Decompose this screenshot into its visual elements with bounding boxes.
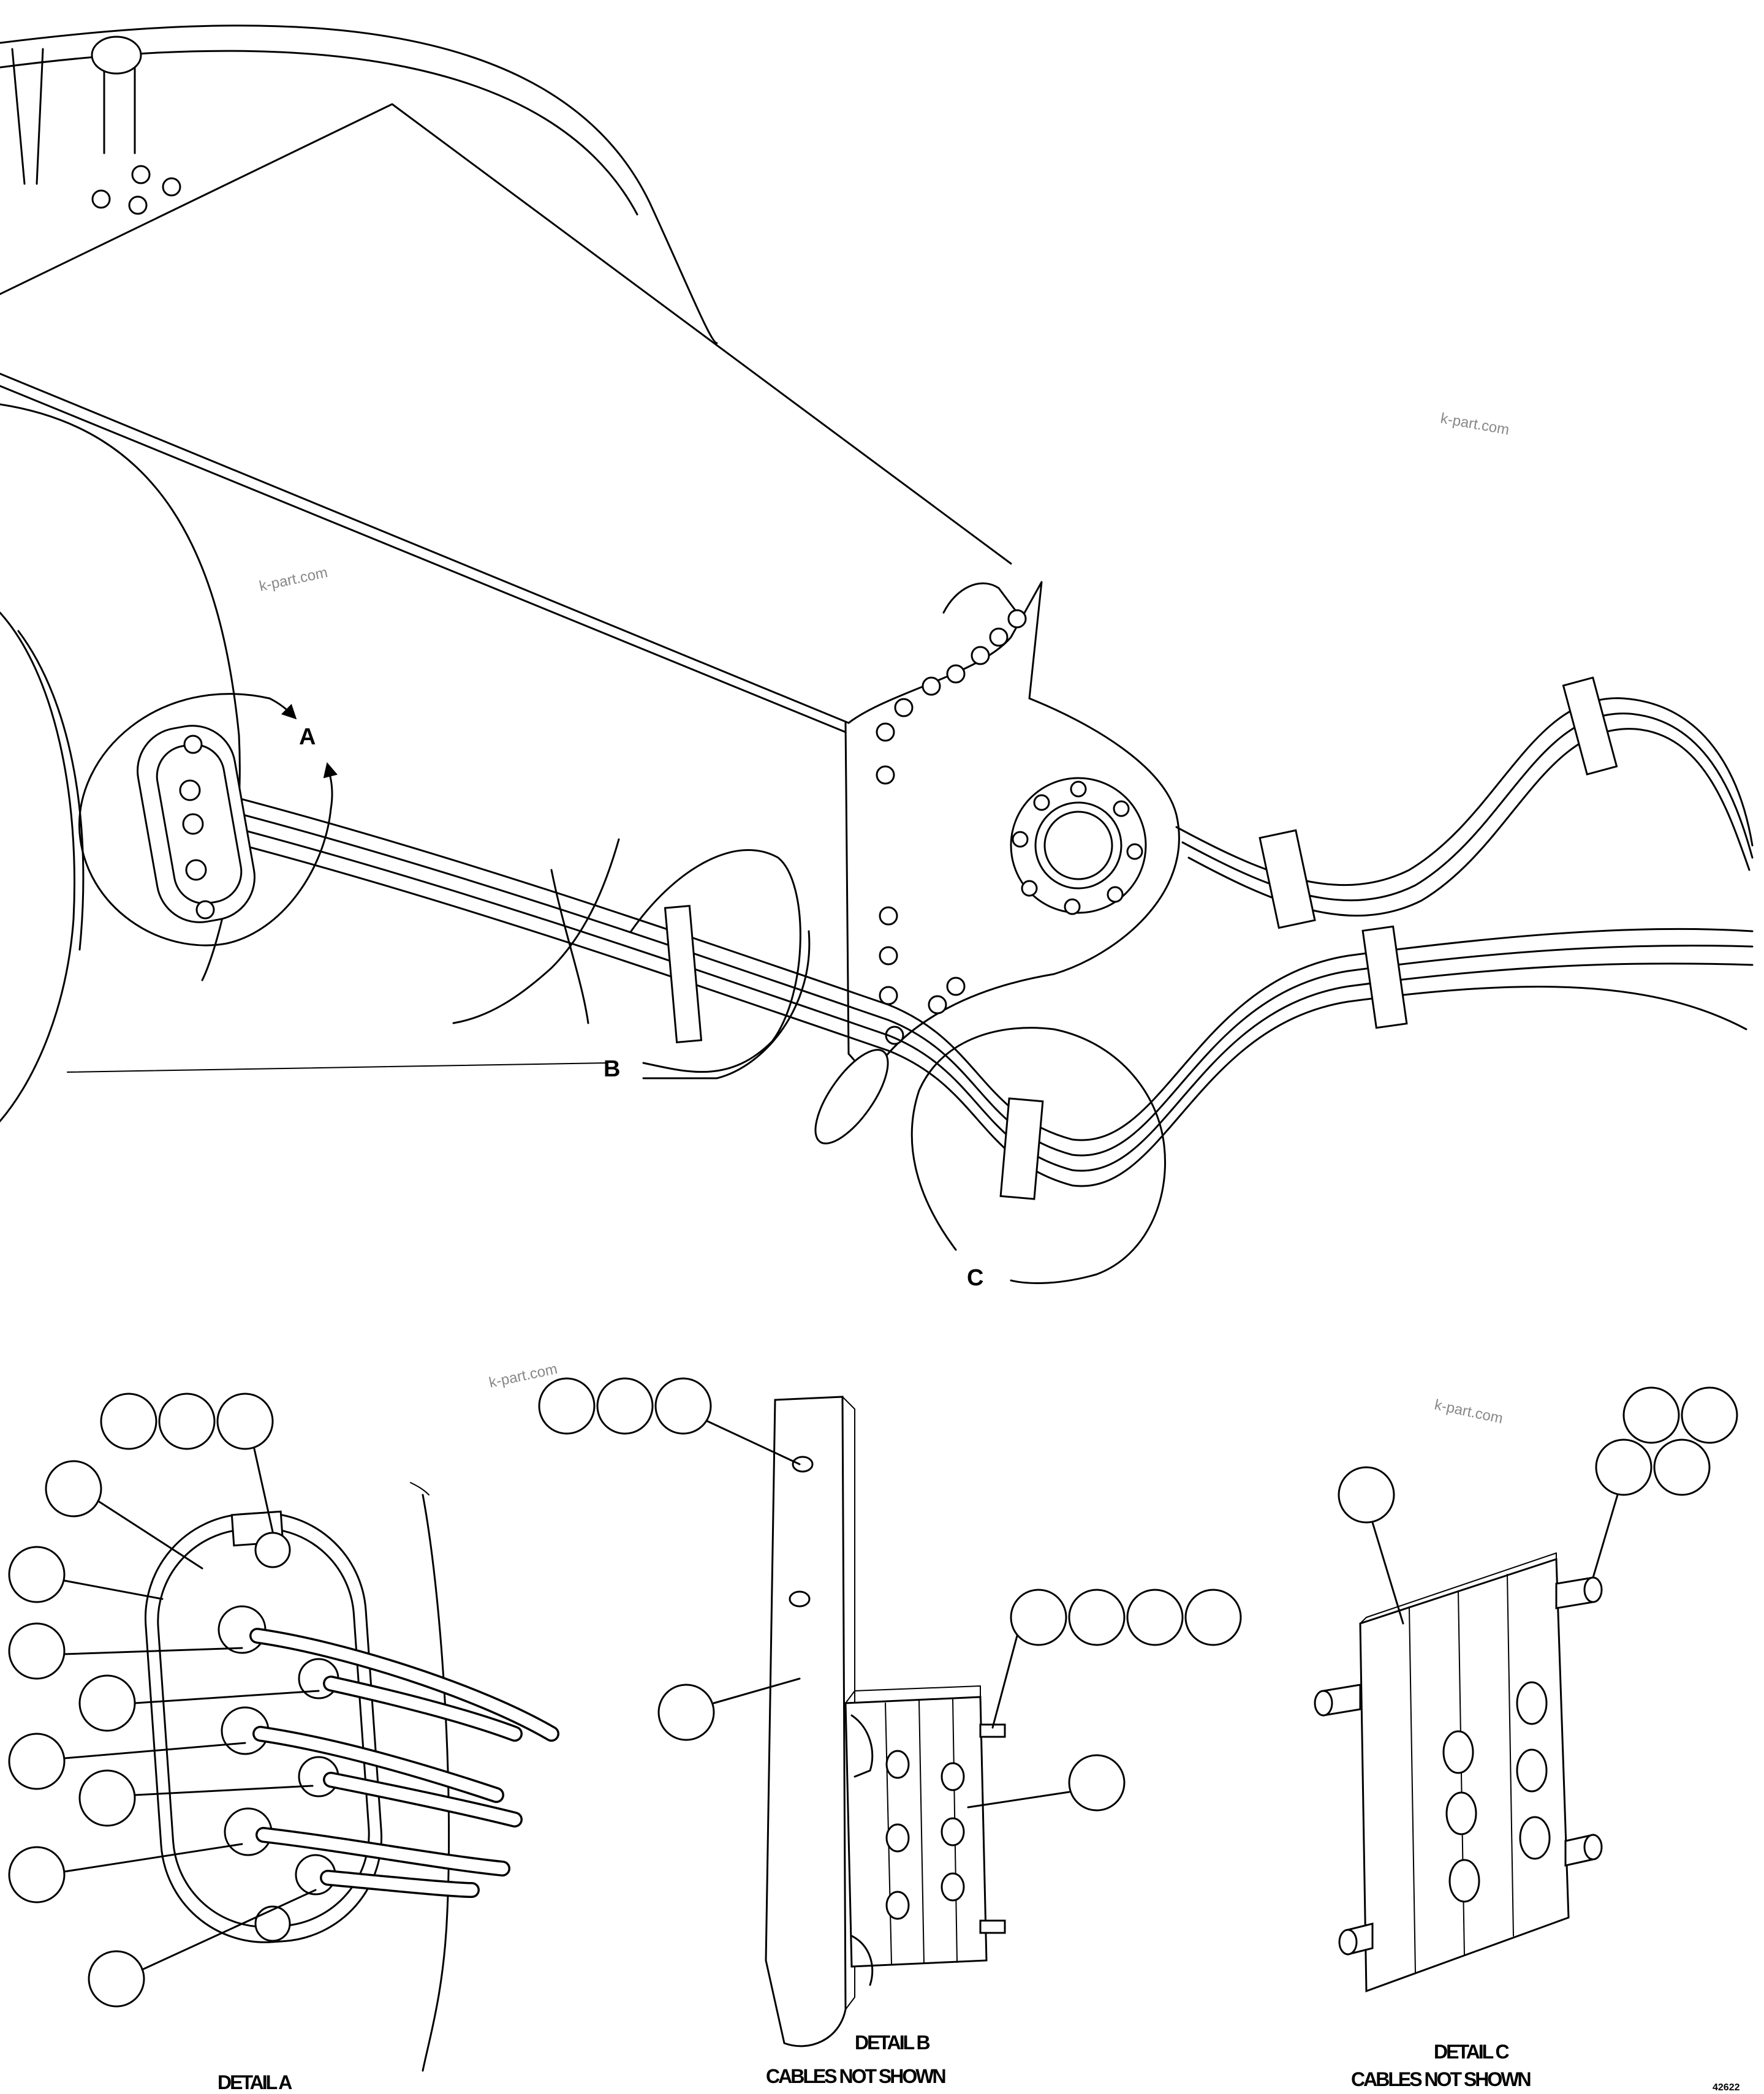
watermark: k-part.com [1439,410,1510,438]
callout-balloon [1068,1754,1126,1812]
detail-c-callouts [1338,1386,1738,1625]
detail-a-callouts [8,1393,320,2008]
callout-balloon [1126,1589,1184,1646]
callout-balloon [8,1546,66,1603]
callout-balloon [8,1622,66,1680]
detail-b: DETAIL B CABLES NOT SHOWN [538,1377,1242,2087]
callout-balloon [1184,1589,1242,1646]
callout-balloon [216,1393,274,1450]
callout-balloon [100,1393,157,1450]
detail-c-caption: DETAIL C [1434,2041,1509,2063]
detail-circle-a: A [78,693,338,947]
detail-c-holes [1442,1681,1551,1903]
callout-balloon [8,1846,66,1903]
flange-bolts [1012,781,1143,915]
callout-balloon [1595,1438,1652,1496]
detail-a: DETAIL A [8,1393,559,2093]
callout-balloon [538,1377,596,1435]
detail-a-cables [249,1628,559,1898]
callout-balloon [78,1769,136,1827]
callout-balloon [1653,1438,1711,1496]
detail-b-note: CABLES NOT SHOWN [766,2065,945,2087]
detail-c-note: CABLES NOT SHOWN [1351,2068,1530,2090]
callout-balloon [45,1460,102,1518]
detail-circle-b: B [452,838,811,1082]
detail-a-caption: DETAIL A [218,2071,292,2093]
callout-balloon [158,1393,216,1450]
callout-balloon [1338,1466,1395,1524]
callout-balloon [657,1684,715,1741]
detail-marker-a: A [299,724,316,750]
callout-balloon [8,1733,66,1790]
callout-balloon [78,1674,136,1732]
callout-balloon [654,1377,712,1435]
figure-number: 42622 [1713,2082,1740,2093]
callout-balloon [596,1377,654,1435]
callout-balloon [1010,1589,1067,1646]
frame-bolts [876,609,1027,1045]
detail-marker-b: B [604,1056,620,1082]
callout-balloon [1681,1386,1738,1444]
detail-b-caption: DETAIL B [855,2032,929,2054]
callout-balloon [1068,1589,1126,1646]
detail-c: DETAIL C CABLES NOT SHOWN [1314,1386,1738,2090]
overview-illustration: A B C [0,25,1754,1291]
watermark: k-part.com [1433,1396,1504,1427]
detail-b-holes [885,1750,965,1920]
callout-balloon [88,1950,145,2008]
detail-circle-c: C [910,1027,1166,1291]
detail-b-callouts [538,1377,1242,1812]
callout-balloon [1622,1386,1680,1444]
watermark: k-part.com [258,564,329,595]
overview-cables [183,697,1754,1187]
detail-marker-c: C [967,1265,983,1291]
